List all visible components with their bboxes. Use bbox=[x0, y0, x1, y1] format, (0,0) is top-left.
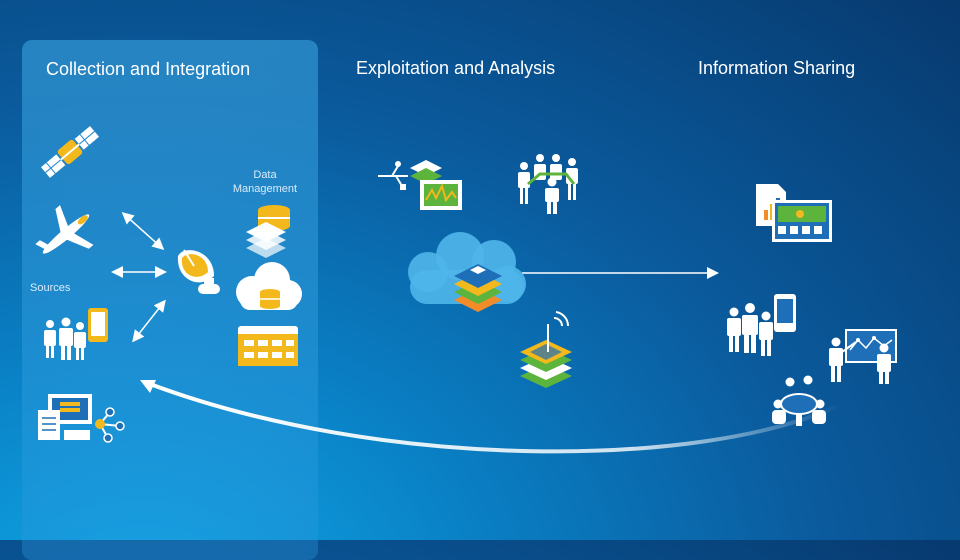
presentation-icon bbox=[829, 329, 897, 384]
heading-collection: Collection and Integration bbox=[46, 59, 251, 79]
satellite-dish-icon bbox=[177, 249, 220, 294]
satellite-icon bbox=[40, 126, 100, 178]
cloud-layers-icon bbox=[408, 232, 526, 312]
feedback-arrowhead bbox=[140, 380, 156, 393]
team-icon bbox=[518, 154, 578, 214]
label-sources: Sources bbox=[30, 282, 71, 294]
people-phone-icon bbox=[44, 308, 108, 360]
cloud-database-icon bbox=[236, 262, 302, 310]
database-layers-icon bbox=[246, 205, 290, 258]
heading-exploitation: Exploitation and Analysis bbox=[356, 58, 556, 78]
server-rack-icon bbox=[238, 326, 298, 366]
report-dashboard-icon bbox=[756, 184, 832, 242]
arrow-airplane-dish bbox=[121, 211, 165, 251]
usb-data-icon bbox=[378, 160, 462, 210]
label-data-management: Data Management bbox=[232, 169, 298, 195]
diagram-canvas bbox=[35, 126, 897, 454]
heading-sharing: Information Sharing bbox=[698, 58, 856, 78]
documents-network-icon bbox=[38, 394, 125, 443]
airplane-icon bbox=[35, 205, 94, 254]
wireless-map-icon bbox=[520, 311, 572, 388]
meeting-icon bbox=[772, 375, 826, 426]
people-mobile-icon bbox=[727, 294, 796, 356]
feedback-curve bbox=[148, 382, 842, 454]
arrow-phone-dish bbox=[132, 299, 166, 343]
